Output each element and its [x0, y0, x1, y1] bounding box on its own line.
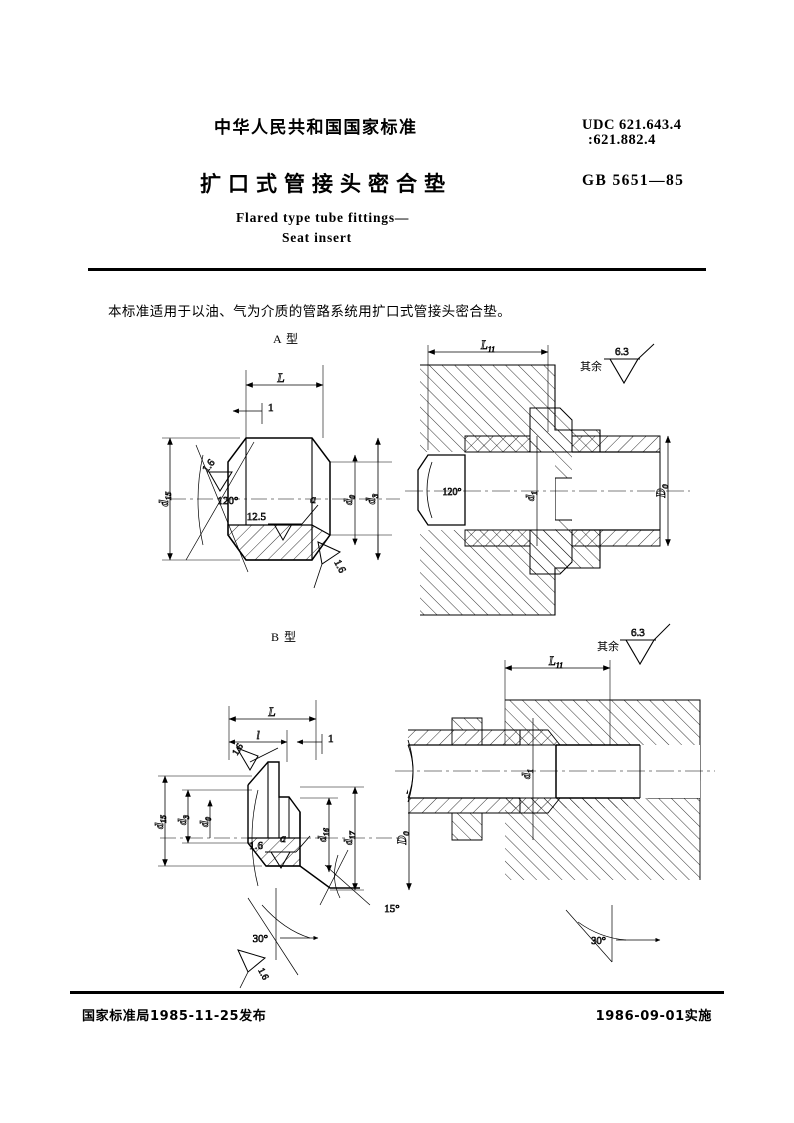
dim-l-type-b: l — [256, 728, 260, 742]
dim-d1-assembly-a: d1 — [523, 491, 539, 501]
udc-line-2: :621.882.4 — [588, 132, 656, 148]
dim-d0-type-b: d0 — [197, 817, 213, 827]
dim-L-type-a: L — [276, 370, 284, 385]
roughness-note-value-b: 6.3 — [631, 627, 645, 639]
angle-30-assembly-b: 30° — [565, 905, 661, 963]
footer-issued: 国家标准局1985-11-25发布 — [82, 1009, 267, 1024]
dim-d1-assembly-b: d1 — [519, 769, 535, 779]
angle-120-type-a: 120° — [218, 495, 239, 507]
angle-15-callout-b: 15° — [319, 849, 400, 915]
svg-text:30°: 30° — [591, 936, 606, 947]
surface-note-prefix-b: 其余 — [597, 640, 619, 653]
national-standard-heading: 中华人民共和国国家标准 — [214, 118, 418, 138]
english-title-line-1: Flared type tube fittings— — [236, 210, 410, 225]
roughness-note-value-a: 6.3 — [615, 346, 629, 358]
header-divider — [88, 268, 706, 271]
footer-divider — [70, 991, 724, 994]
footer-effective: 1986-09-01实施 — [595, 1009, 712, 1024]
standard-code: GB 5651—85 — [582, 172, 685, 189]
page-title: 扩口式管接头密合垫 — [200, 172, 452, 196]
angle-120-assembly-a: 120° — [443, 487, 462, 498]
dim-1-type-b: 1 — [328, 733, 334, 745]
dim-1-type-a: 1 — [268, 402, 274, 414]
dim-d3-type-b: d3 — [175, 815, 191, 825]
surface-roughness-note-b: 6.3 — [620, 623, 671, 666]
udc-classification: UDC 621.643.4 :621.882.4 — [582, 118, 682, 148]
svg-text:30°: 30° — [253, 933, 268, 945]
scope-paragraph: 本标准适用于以油、气为介质的管路系统用扩口式管接头密合垫。 — [108, 304, 512, 320]
udc-line-1: UDC 621.643.4 — [582, 117, 682, 133]
roughness-value-1-6-mid-b: 1.6 — [249, 840, 263, 852]
english-title: Flared type tube fittings— Seat insert — [236, 208, 409, 248]
dim-L-type-b: L — [267, 704, 275, 719]
surface-roughness-note-a: 6.3 — [604, 343, 655, 385]
angle-alpha-type-a: a — [310, 492, 316, 506]
dim-d0-type-a: d0 — [341, 495, 357, 505]
svg-text:15°: 15° — [384, 903, 399, 915]
dim-d3-type-a: d3 — [364, 493, 380, 504]
roughness-symbol-1-6-mid-b: 1.6 — [249, 835, 311, 869]
roughness-symbol-12-5-a: 12.5 — [246, 504, 319, 542]
surface-note-prefix-a: 其余 — [580, 360, 602, 373]
figure-label-type-b: B 型 — [271, 630, 298, 644]
english-title-line-2: Seat insert — [282, 230, 352, 245]
angle-alpha-type-b: a — [280, 831, 286, 845]
figure-label-type-a: A 型 — [273, 332, 300, 346]
angle-30-callout-b: 30° — [247, 888, 319, 976]
dim-L11-type-b: L11 — [548, 654, 563, 670]
roughness-value-12-5: 12.5 — [247, 511, 267, 523]
